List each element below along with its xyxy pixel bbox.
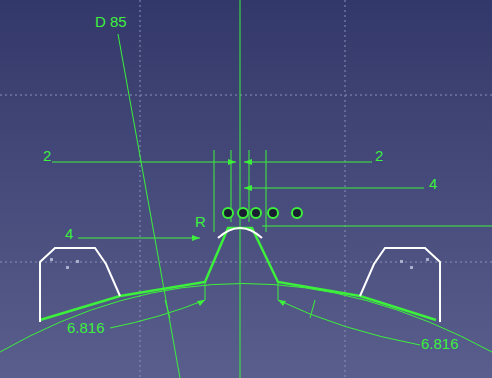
dimension-value: 4 [64,226,74,242]
arrowheads [192,159,286,306]
constraint-symbols [223,208,302,218]
control-points [50,258,429,269]
neighbour-teeth [40,248,440,322]
tooth-tip [218,228,262,238]
dimension-value: 4 [428,176,438,192]
diameter-label: D 85 [94,14,128,30]
tooth-profile [40,228,436,320]
dimension-value: 6.816 [66,320,106,336]
dimension-value: 2 [42,148,52,164]
dimension-value: 6.816 [420,336,460,352]
dimension-value: 2 [374,148,384,164]
dimension-value: R [194,214,207,230]
